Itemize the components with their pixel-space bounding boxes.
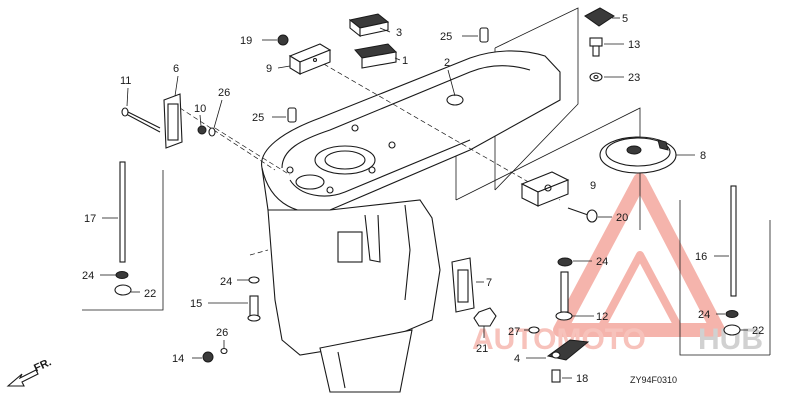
callout-6: 6 bbox=[173, 63, 179, 75]
part-24-washer-left bbox=[100, 271, 129, 279]
callout-15: 15 bbox=[190, 298, 202, 310]
part-19-nut bbox=[262, 34, 289, 46]
diagram-code: ZY94F0310 bbox=[630, 375, 677, 385]
part-9-block-left bbox=[288, 43, 332, 75]
callout-25-mid: 25 bbox=[252, 112, 264, 124]
part-15-bolt bbox=[208, 295, 261, 322]
callout-16: 16 bbox=[695, 251, 707, 263]
reference-lines bbox=[82, 7, 771, 356]
callout-23: 23 bbox=[628, 72, 640, 84]
callout-26-lower: 26 bbox=[216, 327, 228, 339]
part-23-washer bbox=[589, 72, 624, 82]
part-26-washer-lower bbox=[220, 340, 228, 355]
part-6-plate bbox=[163, 75, 183, 149]
callout-2: 2 bbox=[444, 57, 450, 69]
part-24-washer-center bbox=[237, 276, 260, 284]
callout-8: 8 bbox=[700, 150, 706, 162]
part-22-nut-right bbox=[723, 324, 748, 336]
callout-11: 11 bbox=[120, 75, 131, 87]
callout-9-right: 9 bbox=[590, 180, 596, 192]
part-25-pin-mid bbox=[272, 107, 297, 123]
callout-24-left: 24 bbox=[82, 270, 94, 282]
callout-13: 13 bbox=[628, 39, 640, 51]
callout-1: 1 bbox=[402, 55, 408, 67]
callout-27: 27 bbox=[508, 326, 520, 338]
callout-9-left: 9 bbox=[266, 63, 272, 75]
callout-21: 21 bbox=[476, 343, 488, 355]
part-18-bolt bbox=[551, 369, 572, 383]
watermark: AUTOMOTO HUB bbox=[472, 173, 763, 356]
part-22-nut-left bbox=[114, 284, 140, 296]
part-25-pin-top bbox=[462, 27, 489, 43]
part-24-washer-mid bbox=[557, 257, 592, 267]
callout-17: 17 bbox=[84, 213, 96, 225]
front-direction-label: FR. bbox=[32, 356, 53, 374]
callout-labels: 1 2 3 4 5 6 7 8 9 9 10 11 12 13 14 15 16… bbox=[82, 13, 764, 385]
part-10-nut bbox=[197, 114, 207, 135]
front-direction-arrow: FR. bbox=[6, 356, 53, 387]
part-9-block-right bbox=[520, 171, 570, 207]
part-4-bracket bbox=[526, 339, 590, 361]
callout-18: 18 bbox=[576, 373, 588, 385]
callout-7: 7 bbox=[486, 277, 492, 289]
callout-14: 14 bbox=[172, 353, 184, 365]
part-24-washer-right bbox=[716, 310, 739, 318]
callout-5: 5 bbox=[622, 13, 628, 25]
part-11-bolt bbox=[121, 87, 161, 133]
callout-12: 12 bbox=[596, 311, 608, 323]
gear-case-housing bbox=[179, 50, 561, 393]
part-13-bolt bbox=[589, 37, 624, 57]
callout-4: 4 bbox=[514, 353, 520, 365]
part-21-nut bbox=[473, 307, 497, 338]
part-5-cap bbox=[584, 7, 620, 27]
part-27-washer bbox=[524, 326, 540, 334]
callout-3: 3 bbox=[396, 27, 402, 39]
callout-10: 10 bbox=[194, 103, 206, 115]
part-20-bolt bbox=[567, 207, 612, 223]
part-17-stud bbox=[102, 161, 126, 263]
callout-25-top: 25 bbox=[440, 31, 452, 43]
leader-lines bbox=[277, 27, 456, 97]
part-1-strip bbox=[354, 43, 398, 69]
callout-24-center: 24 bbox=[220, 276, 232, 288]
callout-20: 20 bbox=[616, 212, 628, 224]
part-3-block bbox=[348, 13, 390, 38]
part-7-anode bbox=[451, 257, 484, 313]
part-16-stud bbox=[714, 185, 737, 297]
callout-22-left: 22 bbox=[144, 288, 156, 300]
part-12-stud bbox=[555, 271, 594, 321]
part-14-nut bbox=[192, 351, 214, 363]
callout-22-right: 22 bbox=[752, 325, 764, 337]
part-8-plate bbox=[599, 136, 695, 174]
callout-19: 19 bbox=[240, 35, 252, 47]
callout-24-mid: 24 bbox=[596, 256, 608, 268]
callout-26-upper: 26 bbox=[218, 87, 230, 99]
callout-24-right: 24 bbox=[698, 309, 710, 321]
part-26-washer-upper bbox=[208, 99, 223, 137]
